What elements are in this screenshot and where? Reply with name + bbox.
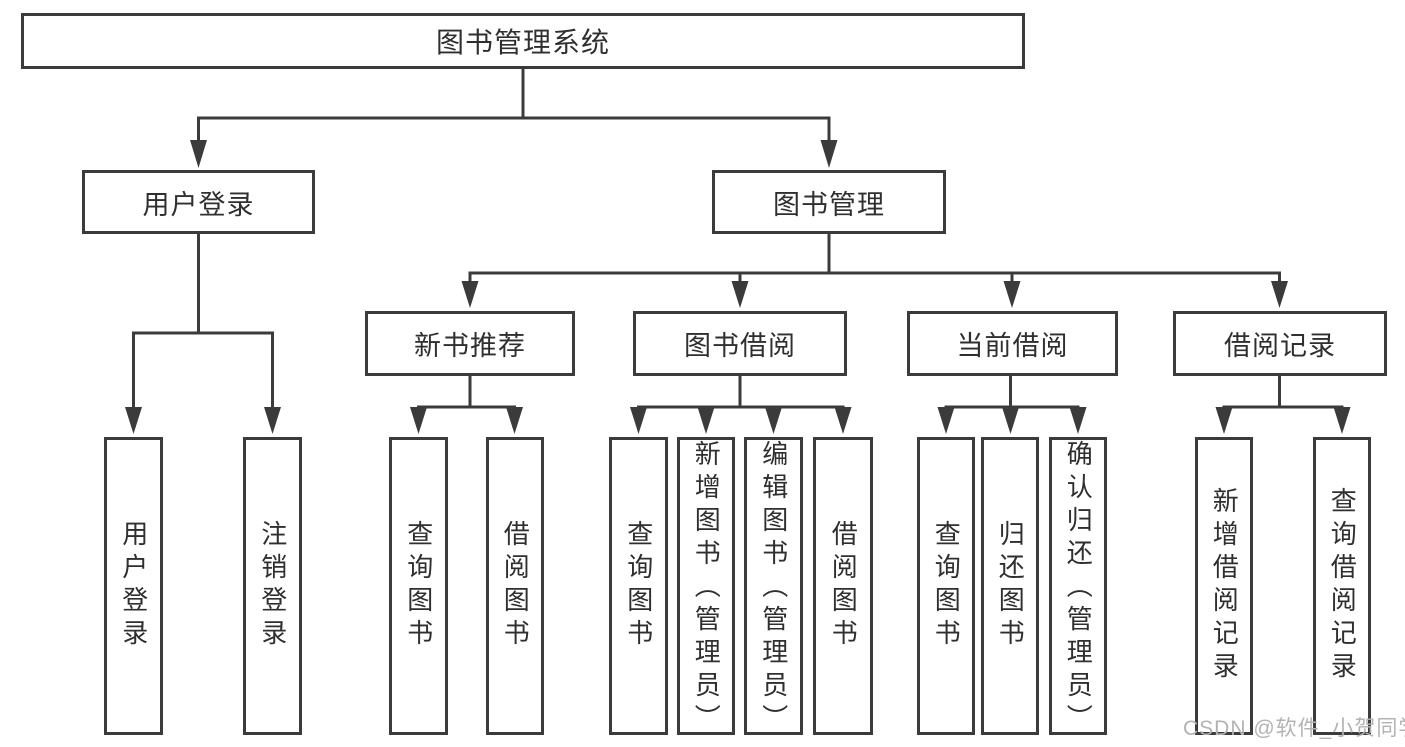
node-current-borrowing: 当前借阅 [907,311,1118,376]
node-root-label: 图书管理系统 [435,27,610,58]
node-user-login-label: 用户登录 [142,189,255,220]
leaf-return-books-label: 归还图书 [995,520,1026,652]
leaf-edit-books-admin: 编辑图书（管理员） [744,437,803,737]
node-book-management-module: 图书管理 [712,170,946,234]
leaf-query-borrow-record-label: 查询借阅记录 [1327,487,1358,685]
leaf-add-borrow-record: 新增借阅记录 [1195,437,1253,735]
leaf-borrowing-query-books-label: 查询图书 [623,520,654,652]
leaf-borrowing-borrow-books-label: 借阅图书 [828,520,859,652]
node-book-borrowing: 图书借阅 [633,311,847,376]
leaf-borrowing-query-books: 查询图书 [609,437,668,735]
leaf-recommend-borrow-books-label: 借阅图书 [500,520,531,652]
node-user-login-module: 用户登录 [82,170,315,234]
leaf-return-books: 归还图书 [981,437,1039,735]
leaf-logout: 注销登录 [243,437,302,735]
node-borrowing-records-label: 借阅记录 [1224,331,1336,361]
leaf-logout-label: 注销登录 [257,520,288,652]
leaf-borrowing-borrow-books: 借阅图书 [813,437,873,735]
leaf-current-query-books: 查询图书 [917,437,975,735]
node-root-system: 图书管理系统 [21,13,1025,69]
node-borrowing-records: 借阅记录 [1173,311,1387,376]
node-current-borrowing-label: 当前借阅 [956,331,1069,361]
node-new-book-recommend: 新书推荐 [365,311,575,376]
leaf-confirm-return-admin: 确认归还（管理员） [1049,437,1107,737]
leaf-recommend-borrow-books: 借阅图书 [486,437,544,735]
leaf-user-login-label: 用户登录 [118,520,149,652]
leaf-confirm-return-admin-label: 确认归还（管理员） [1063,440,1094,737]
csdn-watermark: CSDN @软件_小贺同学 [1183,717,1405,740]
node-book-management-label: 图书管理 [773,189,885,220]
leaf-add-borrow-record-label: 新增借阅记录 [1209,487,1240,685]
leaf-add-books-admin-label: 新增图书（管理员） [691,440,722,737]
node-new-book-recommend-label: 新书推荐 [414,331,526,361]
leaf-user-login: 用户登录 [104,437,163,735]
node-book-borrowing-label: 图书借阅 [684,331,796,361]
leaf-current-query-books-label: 查询图书 [931,520,962,652]
leaf-edit-books-admin-label: 编辑图书（管理员） [758,440,789,737]
leaf-recommend-query-books-label: 查询图书 [403,520,434,652]
leaf-add-books-admin: 新增图书（管理员） [677,437,735,737]
leaf-query-borrow-record: 查询借阅记录 [1313,437,1371,735]
leaf-recommend-query-books: 查询图书 [389,437,448,735]
